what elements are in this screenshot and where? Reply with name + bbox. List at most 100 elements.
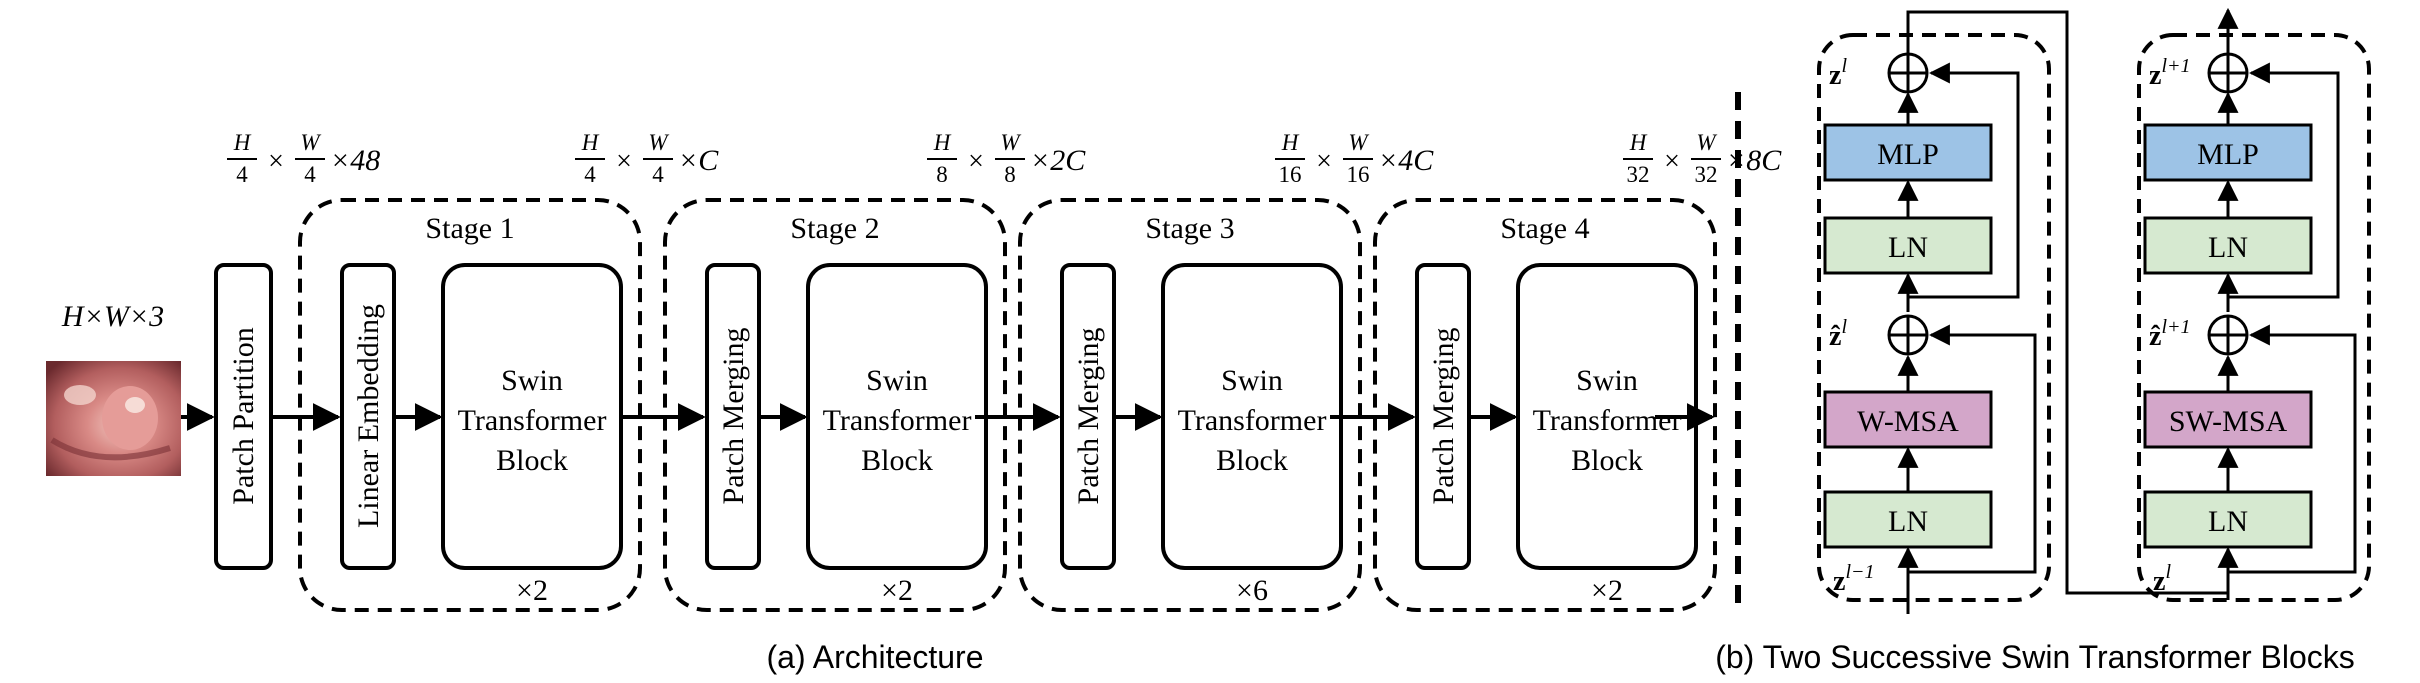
inter-block-connection	[1906, 10, 2228, 595]
w-fraction-numerator: W	[1000, 130, 1021, 155]
w-fraction-denominator: 8	[1004, 162, 1016, 187]
swin-block-label-line: Swin	[866, 364, 928, 397]
h-fraction-numerator: H	[581, 130, 600, 155]
attention-box	[2143, 390, 2313, 449]
repeat-count: ×2	[881, 574, 913, 607]
w-fraction-numerator: W	[648, 130, 669, 155]
w-fraction-numerator: W	[1348, 130, 1369, 155]
swin-block-label-line: Transformer	[1178, 404, 1327, 437]
swin-block-label-line: Transformer	[1533, 404, 1682, 437]
mlp-box-label: MLP	[1877, 138, 1939, 171]
repeat-count: ×6	[1236, 574, 1268, 607]
times-sign: ×	[616, 146, 632, 177]
channel-multiplier: ×2C	[1030, 144, 1086, 177]
mlp-box-label: MLP	[2197, 138, 2259, 171]
mlp-box	[2143, 123, 2313, 182]
h-fraction-numerator: H	[1629, 130, 1648, 155]
dim-label-stage1: H 4 × W 4 ×C	[575, 130, 719, 187]
stage-title: Stage 1	[425, 212, 514, 245]
times-sign: ×	[268, 146, 284, 177]
h-fraction-numerator: H	[933, 130, 952, 155]
block-boundary	[2137, 33, 2371, 602]
z-output-label: zl+1	[2149, 55, 2191, 91]
swin-block-label-line: Swin	[1221, 364, 1283, 397]
dim-label-stage4: H 32 × W 32 ×8C	[1623, 130, 1782, 187]
channel-multiplier: ×48	[330, 144, 380, 177]
stage-3: Stage 3 Patch Merging SwinTransformerBlock…	[1018, 198, 1362, 612]
patch-partition-label: Patch Partition	[227, 327, 260, 504]
stage-title: Stage 2	[790, 212, 879, 245]
patch-partition-block: Patch Partition	[214, 263, 273, 570]
swin-block-label-line: Block	[861, 444, 933, 477]
channel-multiplier: ×8C	[1726, 144, 1782, 177]
h-fraction-numerator: H	[1281, 130, 1300, 155]
residual-connection	[1908, 62, 2020, 299]
architecture-caption: (a) Architecture	[767, 639, 984, 675]
times-sign: ×	[1316, 146, 1332, 177]
stage-boundary	[298, 198, 642, 612]
ln-box	[1823, 490, 1993, 549]
ln-box	[1823, 216, 1993, 275]
ln-box-label: LN	[2208, 505, 2248, 538]
stage-title: Stage 3	[1145, 212, 1234, 245]
h-fraction-denominator: 4	[236, 162, 248, 187]
dim-label-after_partition: H 4 × W 4 ×48	[227, 130, 380, 187]
swin-block-label-line: Block	[496, 444, 568, 477]
h-fraction-denominator: 32	[1627, 162, 1650, 187]
w-fraction-denominator: 16	[1347, 162, 1370, 187]
w-fraction-denominator: 4	[304, 162, 316, 187]
mlp-box	[1823, 123, 1993, 182]
z-hat-label: ẑl	[1829, 316, 1847, 352]
stage-boundary	[1373, 198, 1717, 612]
swin-block-label-line: Block	[1216, 444, 1288, 477]
ln-box-label: LN	[1888, 231, 1928, 264]
ln-box-label: LN	[2208, 231, 2248, 264]
stage-boundary	[1018, 198, 1362, 612]
dim-label-stage2: H 8 × W 8 ×2C	[927, 130, 1086, 187]
repeat-count: ×2	[516, 574, 548, 607]
swin-block-label-line: Swin	[1576, 364, 1638, 397]
z-input-label: zl−1	[1833, 561, 1875, 597]
stage-boundary	[663, 198, 1007, 612]
prefix-block-label: Patch Merging	[717, 328, 750, 505]
w-fraction-denominator: 4	[652, 162, 664, 187]
h-fraction-denominator: 16	[1279, 162, 1302, 187]
ln-box-label: LN	[1888, 505, 1928, 538]
z-hat-label: ẑl+1	[2149, 316, 2191, 352]
dim-label-stage3: H 16 × W 16 ×4C	[1275, 130, 1434, 187]
z-output-label: zl	[1829, 55, 1847, 91]
channel-multiplier: ×C	[678, 144, 719, 177]
attention-box-label: W-MSA	[1857, 405, 1959, 438]
swin-block-label-line: Block	[1571, 444, 1643, 477]
block-boundary	[1817, 33, 2051, 602]
w-fraction-numerator: W	[300, 130, 321, 155]
swin-block-label-line: Transformer	[823, 404, 972, 437]
prefix-block-label: Patch Merging	[1427, 328, 1460, 505]
h-fraction-denominator: 8	[936, 162, 948, 187]
prefix-block-label: Linear Embedding	[352, 304, 385, 528]
endoscopy-polyp-image-icon	[46, 361, 181, 476]
swin-block-left: MLP LN W-MSA LN zl ẑl zl−1	[1817, 33, 2051, 602]
w-fraction-numerator: W	[1696, 130, 1717, 155]
blocks-caption: (b) Two Successive Swin Transformer Bloc…	[1715, 639, 2355, 675]
times-sign: ×	[968, 146, 984, 177]
attention-box-label: SW-MSA	[2169, 405, 2288, 438]
input-dims-label: H×W×3	[61, 300, 164, 333]
h-fraction-denominator: 4	[584, 162, 596, 187]
prefix-block-label: Patch Merging	[1072, 328, 1105, 505]
stage-1: Stage 1 Linear Embedding SwinTransformerBl…	[298, 198, 642, 612]
residual-connection	[1908, 324, 2037, 574]
times-sign: ×	[1664, 146, 1680, 177]
residual-connection	[2228, 324, 2357, 574]
stage-2: Stage 2 Patch Merging SwinTransformerBlock…	[663, 198, 1007, 612]
swin-block-label-line: Swin	[501, 364, 563, 397]
repeat-count: ×2	[1591, 574, 1623, 607]
w-fraction-denominator: 32	[1695, 162, 1718, 187]
swin-block-label-line: Transformer	[458, 404, 607, 437]
residual-connection	[2228, 62, 2340, 299]
h-fraction-numerator: H	[233, 130, 252, 155]
channel-multiplier: ×4C	[1378, 144, 1434, 177]
